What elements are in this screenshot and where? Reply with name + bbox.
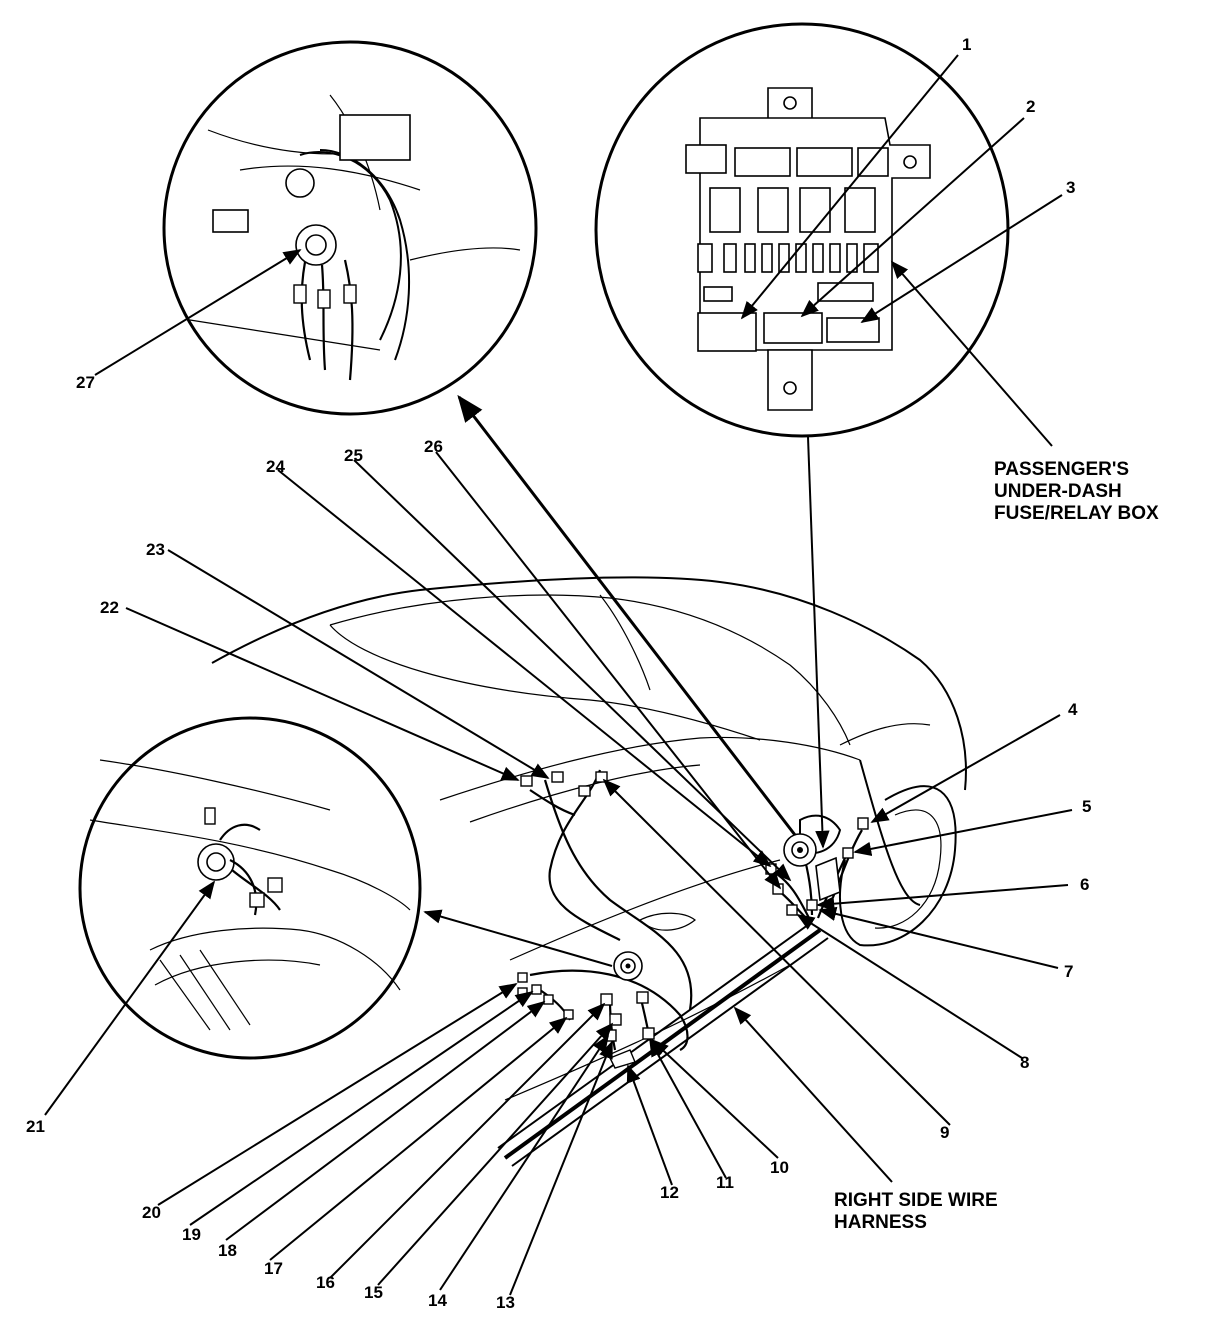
callout-3: 3: [1066, 178, 1075, 197]
callout-11: 11: [716, 1173, 734, 1192]
callout-23: 23: [146, 540, 165, 559]
callout-14: 14: [428, 1291, 447, 1310]
callout-17: 17: [264, 1259, 283, 1278]
callout-26: 26: [424, 437, 443, 456]
ground-21-inset: [78, 716, 422, 1060]
callout-22: 22: [100, 598, 119, 617]
callout-13: 13: [496, 1293, 515, 1312]
fuse-box-caption-line3: FUSE/RELAY BOX: [994, 503, 1159, 524]
fuse-box-caption: PASSENGER'S UNDER-DASH FUSE/RELAY BOX: [994, 459, 1159, 524]
callout-5: 5: [1082, 797, 1091, 816]
front-control-unit: [815, 856, 841, 902]
wire-harness: [497, 769, 863, 1167]
fuse-box-caption-line1: PASSENGER'S: [994, 459, 1129, 480]
ground-27-inset: [162, 40, 538, 416]
callout-8: 8: [1020, 1053, 1029, 1072]
callout-16: 16: [316, 1273, 335, 1292]
ground-grommet-front: [783, 833, 817, 867]
car-body: [211, 576, 967, 1101]
ground-27-arrow: [457, 394, 797, 836]
callout-21: 21: [26, 1117, 45, 1136]
callout-2: 2: [1026, 97, 1035, 116]
callout-6: 6: [1080, 875, 1089, 894]
harness-caption-line2: HARNESS: [834, 1212, 927, 1233]
ground-grommet-lower: [613, 951, 643, 981]
callout-1: 1: [962, 35, 971, 54]
callout-12: 12: [660, 1183, 679, 1202]
callout-15: 15: [364, 1283, 383, 1302]
harness-caption-line1: RIGHT SIDE WIRE: [834, 1190, 998, 1211]
ground-21-arrow: [423, 909, 613, 967]
callout-numbers: 1 2 3 4 5 6 7 8 9 10 11 12 13 14 15 16 1…: [26, 35, 1091, 1312]
callout-27: 27: [76, 373, 95, 392]
leader-lines: [44, 54, 1073, 1296]
callout-20: 20: [142, 1203, 161, 1222]
callout-10: 10: [770, 1158, 789, 1177]
callout-9: 9: [940, 1123, 949, 1142]
callout-7: 7: [1064, 962, 1073, 981]
callout-18: 18: [218, 1241, 237, 1260]
callout-24: 24: [266, 457, 285, 476]
callout-4: 4: [1068, 700, 1078, 719]
callout-19: 19: [182, 1225, 201, 1244]
fuse-relay-box-inset: [594, 22, 1010, 849]
callout-25: 25: [344, 446, 363, 465]
harness-caption: RIGHT SIDE WIRE HARNESS: [834, 1190, 998, 1233]
fuse-box-caption-line2: UNDER-DASH: [994, 481, 1122, 502]
